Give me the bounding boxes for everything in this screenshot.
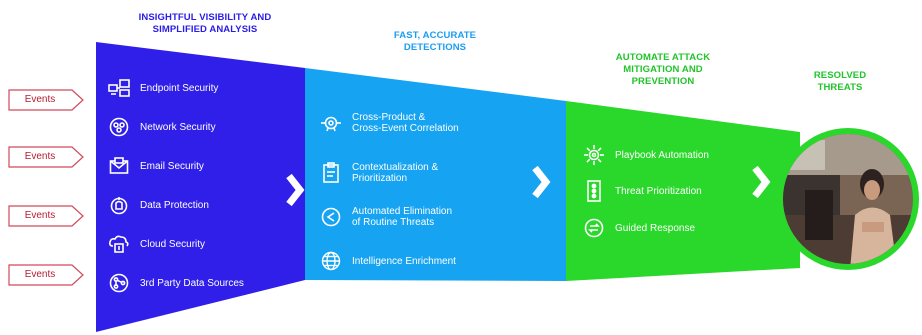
item-label: Data Protection (140, 199, 209, 211)
item-label: Contextualization & Prioritization (352, 162, 439, 184)
response-icon (583, 217, 605, 239)
events-tag: Events (8, 89, 84, 111)
contextualization-icon (320, 162, 342, 184)
cloud-security-icon (108, 233, 130, 255)
item-label: Threat Prioritization (615, 185, 702, 197)
item-label: Automated Elimination of Routine Threats (352, 206, 453, 228)
stage-3-heading: AUTOMATE ATTACK MITIGATION AND PREVENTIO… (615, 52, 711, 87)
chevron-right-icon (752, 165, 771, 199)
events-label: Events (24, 210, 56, 221)
network-icon (108, 116, 130, 138)
events-tag: Events (8, 264, 84, 286)
item-label: 3rd Party Data Sources (140, 277, 244, 289)
events-label: Events (24, 94, 56, 105)
events-tag: Events (8, 205, 84, 227)
item-label: Cloud Security (140, 238, 206, 250)
stage-3-item: Guided Response (583, 217, 695, 239)
stage-1-band (96, 42, 305, 332)
item-label: Email Security (140, 160, 204, 172)
stage-1-item: Endpoint Security (108, 77, 218, 99)
events-label: Events (24, 269, 56, 280)
item-label: Cross-Product & Cross-Event Correlation (352, 112, 459, 134)
chevron-right-icon (532, 165, 551, 199)
stage-1-heading: INSIGHTFUL VISIBILITY AND SIMPLIFIED ANA… (138, 12, 272, 35)
elimination-icon (320, 206, 342, 228)
endpoint-icon (108, 77, 130, 99)
email-icon (108, 155, 130, 177)
stage-3-band (566, 101, 800, 281)
globe-icon (320, 250, 342, 272)
item-label: Intelligence Enrichment (352, 255, 456, 267)
stage-1-item: Cloud Security (108, 233, 205, 255)
gear-icon (583, 144, 605, 166)
item-label: Endpoint Security (140, 82, 219, 94)
stage-3-item: Playbook Automation (583, 144, 709, 166)
stage-2-item: Contextualization & Prioritization (320, 162, 438, 184)
stage-2-item: Cross-Product & Cross-Event Correlation (320, 112, 459, 134)
stage-1-item: 3rd Party Data Sources (108, 272, 244, 294)
item-label: Guided Response (615, 222, 696, 234)
item-label: Playbook Automation (615, 149, 709, 161)
stage-2-item: Automated Elimination of Routine Threats (320, 206, 452, 228)
stage-3-item: Threat Prioritization (583, 180, 702, 202)
stage-1-item: Network Security (108, 116, 216, 138)
stage-2-band (305, 68, 566, 281)
third-party-icon (108, 272, 130, 294)
stage-1-item: Data Protection (108, 194, 209, 216)
chevron-right-icon (286, 173, 305, 207)
resolved-heading: RESOLVED THREATS (813, 70, 867, 93)
data-protection-icon (108, 194, 130, 216)
events-label: Events (24, 151, 56, 162)
stage-1-item: Email Security (108, 155, 204, 177)
correlation-icon (320, 112, 342, 134)
stage-2-item: Intelligence Enrichment (320, 250, 456, 272)
events-tag: Events (8, 146, 84, 168)
priority-icon (583, 180, 605, 202)
stage-2-heading: FAST, ACCURATE DETECTIONS (393, 30, 477, 53)
item-label: Network Security (140, 121, 216, 133)
